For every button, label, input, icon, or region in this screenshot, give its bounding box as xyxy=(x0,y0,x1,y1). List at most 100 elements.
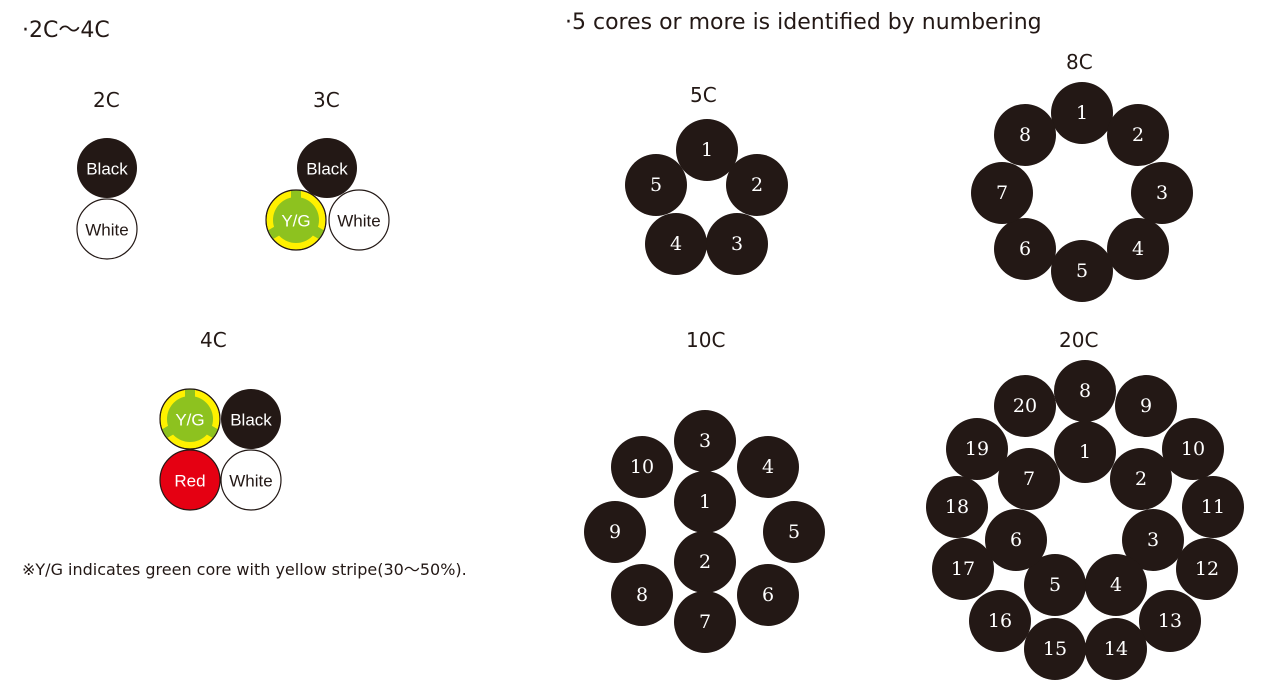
core-number: 3 xyxy=(731,233,743,255)
core-17 xyxy=(932,538,994,600)
core-number: 7 xyxy=(996,182,1008,204)
core-18 xyxy=(926,476,988,538)
yg-stripe-divider xyxy=(185,389,195,398)
core-color-label: Red xyxy=(174,472,205,491)
core-yg-green xyxy=(167,396,213,442)
core-color-label: Black xyxy=(230,411,272,430)
core-3 xyxy=(706,213,768,275)
core-20 xyxy=(994,375,1056,437)
core-number: 1 xyxy=(699,491,711,513)
core-number: 5 xyxy=(1049,574,1061,596)
core-number: 20 xyxy=(1013,395,1037,417)
core-number: 4 xyxy=(1132,238,1144,260)
core-3 xyxy=(1122,509,1184,571)
core-number: 3 xyxy=(1156,182,1168,204)
core-number: 6 xyxy=(1010,529,1022,551)
core-number: 10 xyxy=(630,456,654,478)
label-10c: 10C xyxy=(686,328,726,352)
label-8c: 8C xyxy=(1066,50,1093,74)
core-number: 7 xyxy=(699,611,711,633)
core-outline xyxy=(159,388,221,450)
core-1 xyxy=(1054,421,1116,483)
core-number: 17 xyxy=(951,558,975,580)
core-2 xyxy=(1107,104,1169,166)
core-number: 1 xyxy=(1076,102,1088,124)
core-number: 2 xyxy=(1132,124,1144,146)
core-7 xyxy=(971,162,1033,224)
core-number: 9 xyxy=(1140,395,1152,417)
core-number: 3 xyxy=(699,430,711,452)
core-7 xyxy=(674,591,736,653)
core-3 xyxy=(1131,162,1193,224)
core-white xyxy=(76,198,138,260)
core-red xyxy=(159,449,221,511)
core-yg-green xyxy=(273,197,319,243)
core-color-label: White xyxy=(229,472,272,491)
core-6 xyxy=(994,218,1056,280)
core-number: 9 xyxy=(609,521,621,543)
core-10 xyxy=(611,436,673,498)
core-color-label: Y/G xyxy=(281,212,310,231)
core-8 xyxy=(1054,360,1116,422)
core-8 xyxy=(994,104,1056,166)
core-number: 13 xyxy=(1158,610,1182,632)
core-1 xyxy=(676,119,738,181)
core-11 xyxy=(1182,476,1244,538)
core-number: 2 xyxy=(751,174,763,196)
core-number: 4 xyxy=(762,456,774,478)
label-20c: 20C xyxy=(1059,328,1099,352)
core-color-label: Black xyxy=(306,160,348,179)
core-12 xyxy=(1176,538,1238,600)
core-4 xyxy=(645,213,707,275)
core-5 xyxy=(763,501,825,563)
core-number: 4 xyxy=(1110,574,1122,596)
yg-stripe-divider xyxy=(291,190,301,199)
core-5 xyxy=(625,154,687,216)
core-1 xyxy=(674,471,736,533)
core-number: 12 xyxy=(1195,558,1219,580)
core-10 xyxy=(1162,418,1224,480)
core-number: 4 xyxy=(670,233,682,255)
core-number: 14 xyxy=(1104,638,1128,660)
core-15 xyxy=(1024,618,1086,680)
core-number: 8 xyxy=(1019,124,1031,146)
core-number: 6 xyxy=(1019,238,1031,260)
core-black xyxy=(221,389,281,449)
diagram-8c: 1 2 3 4 5 6 7 8 xyxy=(971,82,1193,302)
core-5 xyxy=(1024,554,1086,616)
core-8 xyxy=(611,564,673,626)
core-2 xyxy=(1110,448,1172,510)
core-number: 8 xyxy=(1079,380,1091,402)
core-3 xyxy=(674,410,736,472)
label-4c: 4C xyxy=(200,328,227,352)
label-2c: 2C xyxy=(93,88,120,112)
core-number: 1 xyxy=(1079,441,1091,463)
core-13 xyxy=(1139,590,1201,652)
core-white xyxy=(220,449,282,511)
core-2 xyxy=(726,154,788,216)
core-number: 1 xyxy=(701,139,713,161)
core-16 xyxy=(969,590,1031,652)
core-6 xyxy=(985,509,1047,571)
core-outline xyxy=(265,189,327,251)
core-black xyxy=(77,138,137,198)
core-number: 6 xyxy=(762,584,774,606)
core-number: 11 xyxy=(1201,496,1225,518)
core-number: 2 xyxy=(1135,468,1147,490)
heading-2c-4c: ·2C～4C xyxy=(22,18,110,43)
core-white xyxy=(328,189,390,251)
core-number: 16 xyxy=(988,610,1012,632)
core-number: 18 xyxy=(945,496,969,518)
yg-note: ※Y/G indicates green core with yellow st… xyxy=(22,560,467,579)
core-4 xyxy=(737,436,799,498)
core-number: 8 xyxy=(636,584,648,606)
core-number: 5 xyxy=(788,521,800,543)
core-4 xyxy=(1085,554,1147,616)
core-number: 5 xyxy=(1076,260,1088,282)
